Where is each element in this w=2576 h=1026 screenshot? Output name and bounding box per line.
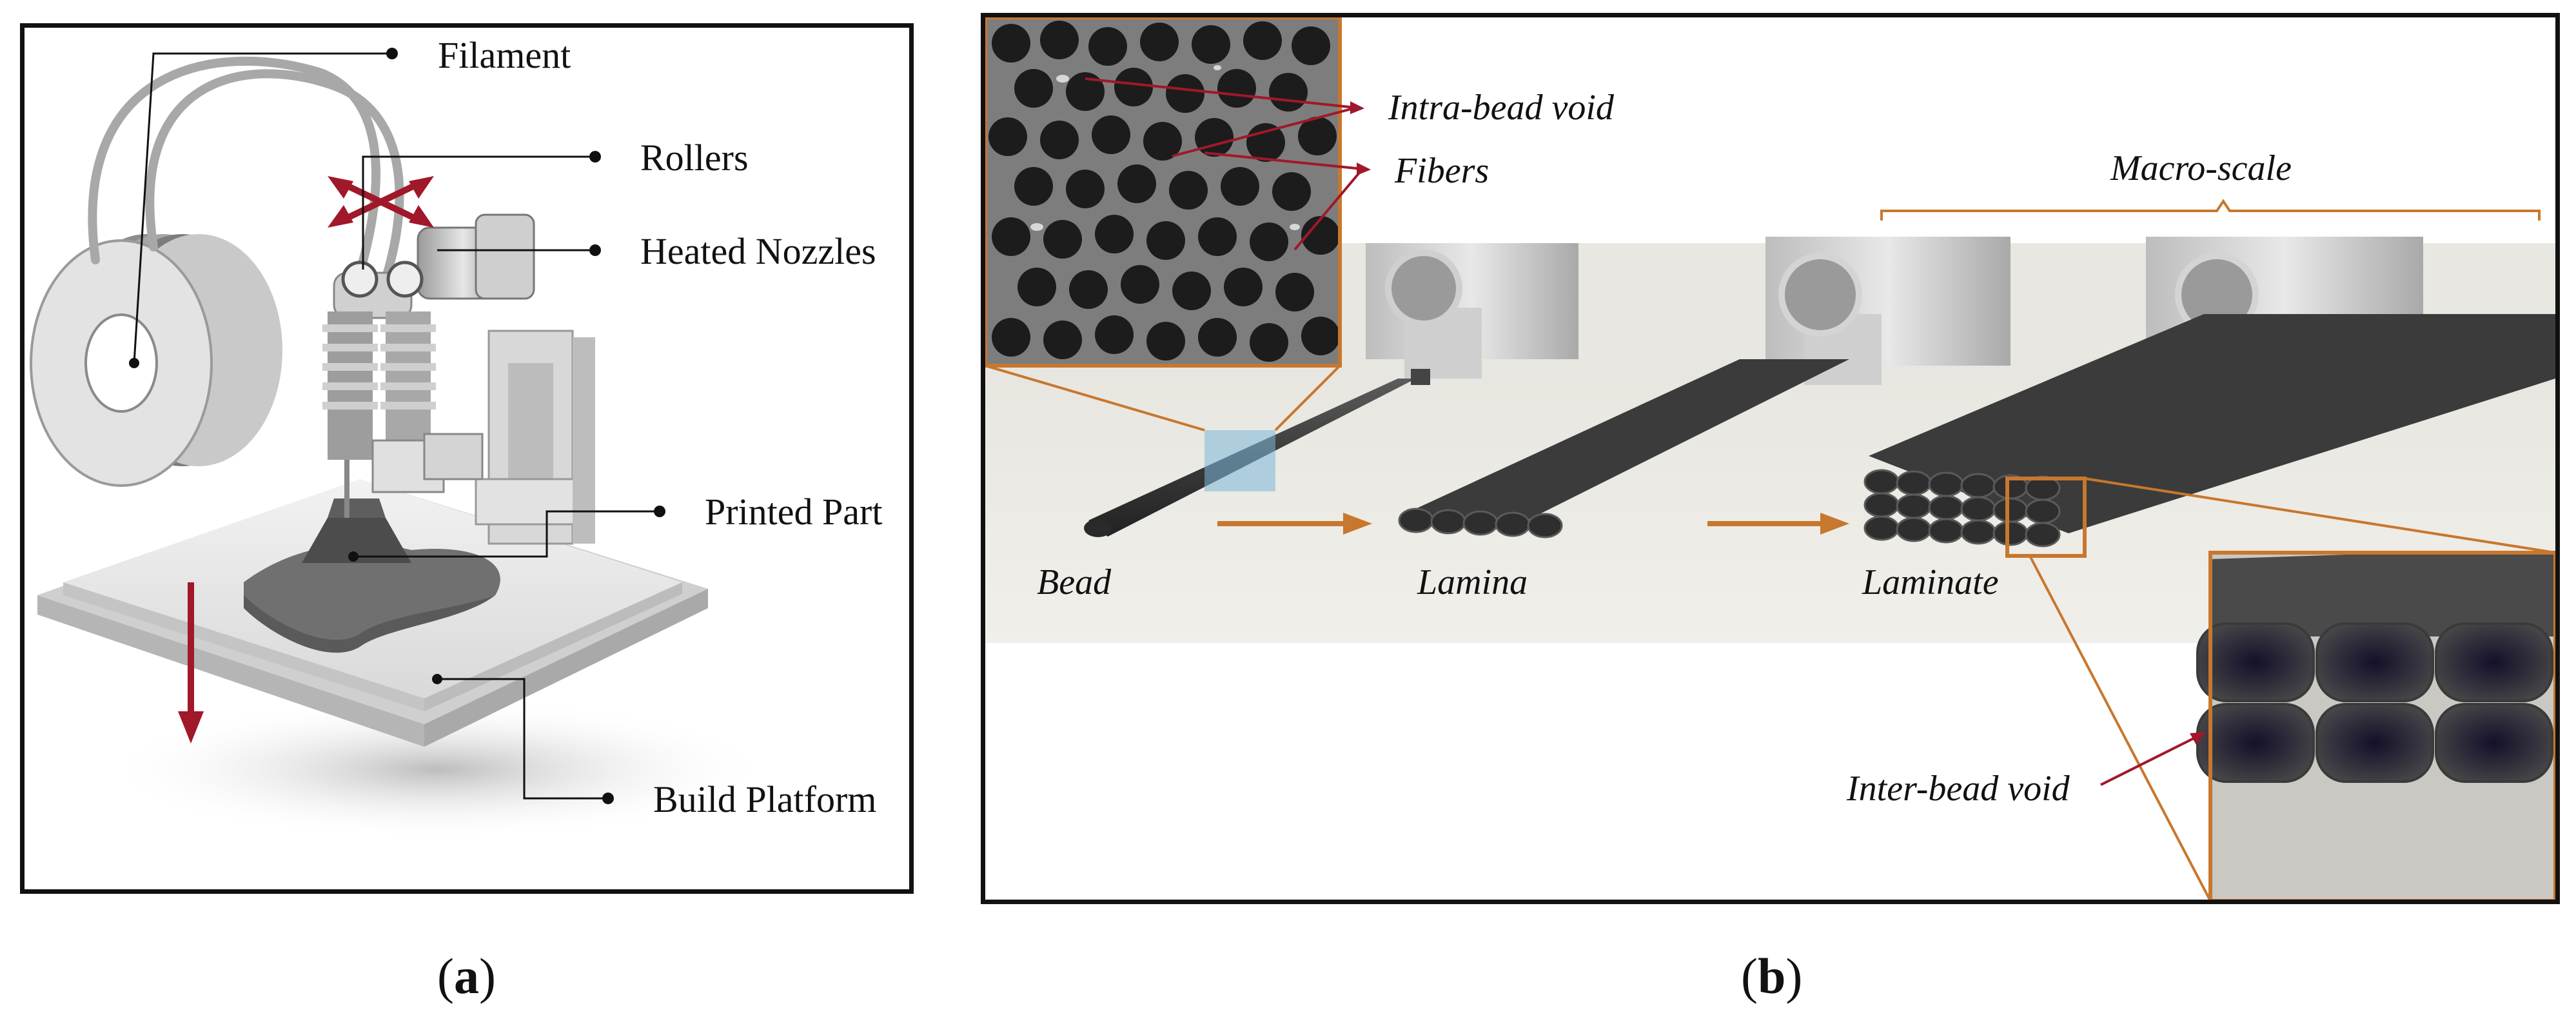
extruder-assembly (322, 213, 535, 518)
label-intra-bead-void: Intra-bead void (1388, 88, 1614, 128)
process-arrows (1217, 513, 1849, 535)
fiber-micrograph-inset (985, 17, 1342, 368)
panel-a-printer-diagram: Filament Rollers Heated Nozzles Printed … (20, 23, 914, 894)
annotation-arrows (1085, 77, 2206, 786)
label-rollers: Rollers (640, 137, 749, 179)
label-build-platform: Build Platform (653, 778, 877, 820)
xy-motion-arrows (328, 176, 434, 228)
print-head-laminate-1 (1765, 237, 2011, 385)
label-printed-part: Printed Part (705, 491, 883, 533)
print-head-lamina (1366, 243, 1578, 379)
label-filament: Filament (438, 34, 571, 76)
fiber-inset-connectors (985, 364, 1341, 431)
leader-lines (133, 52, 660, 800)
caption-a: (a) (437, 948, 496, 1004)
leader-dots (129, 48, 665, 804)
filament-spool (30, 234, 282, 487)
z-motion-arrow (178, 582, 204, 744)
label-laminate: Laminate (1862, 562, 1999, 602)
macro-scale-bracket (1880, 199, 2541, 221)
label-heated-nozzles: Heated Nozzles (640, 230, 876, 272)
label-macro-scale: Macro-scale (2110, 148, 2292, 188)
label-fibers: Fibers (1395, 151, 1490, 191)
platform-shadow (102, 698, 772, 840)
caption-b: (b) (1741, 948, 1803, 1004)
printed-part (244, 498, 500, 653)
z-axis-column (475, 330, 595, 545)
label-lamina: Lamina (1417, 562, 1528, 602)
printer-illustration (30, 48, 772, 840)
inter-bead-void-inset (2196, 551, 2555, 900)
label-bead: Bead (1037, 562, 1112, 602)
panel-b-multiscale-diagram: Intra-bead void Fibers Macro-scale Bead … (981, 13, 2560, 904)
multiscale-illustration (985, 17, 2555, 900)
bead-strand (1084, 369, 1430, 537)
lamina-strands (1398, 359, 1849, 538)
label-inter-bead-void: Inter-bead void (1847, 769, 2070, 809)
void-inset-connectors (2005, 477, 2555, 900)
